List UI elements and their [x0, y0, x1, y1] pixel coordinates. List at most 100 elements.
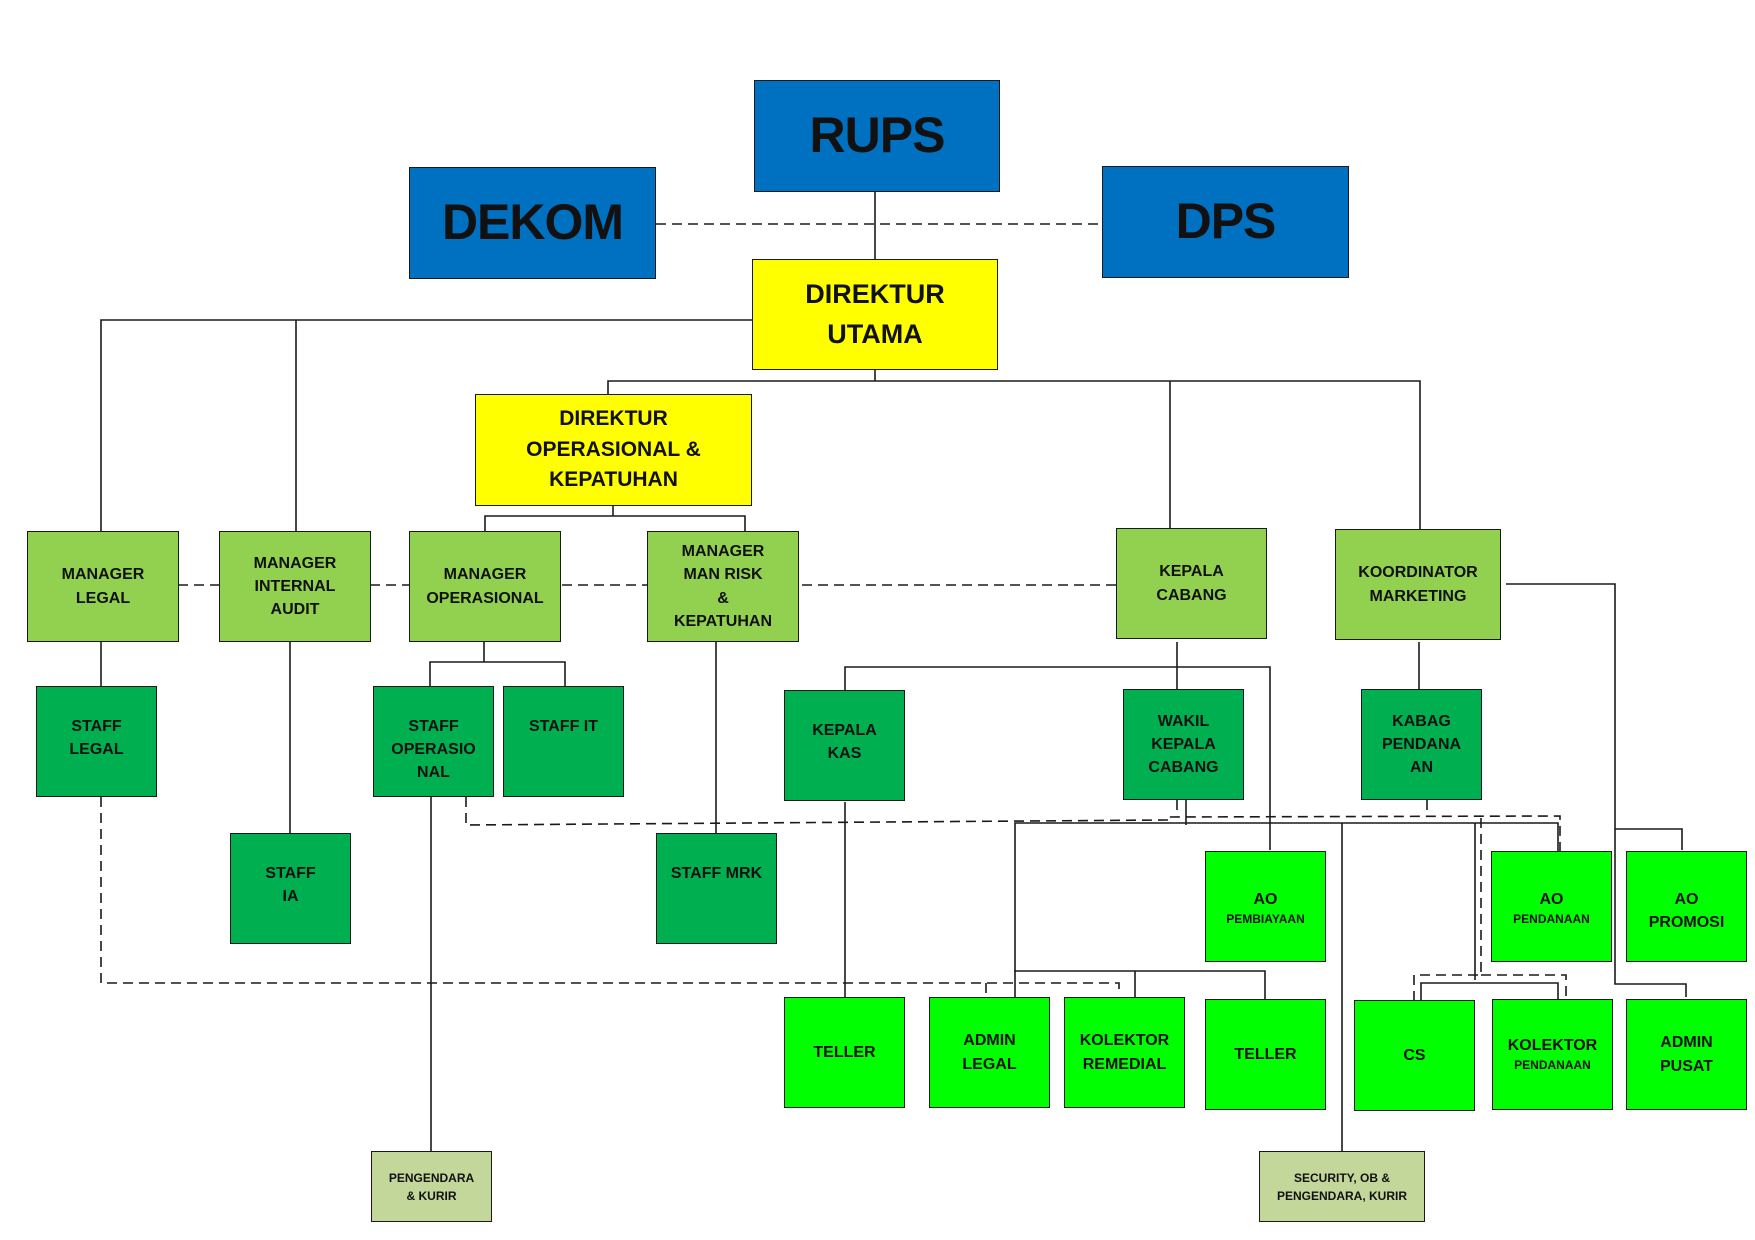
node-label-line: KAS	[827, 745, 862, 763]
connector-dops-managers	[484, 515, 746, 531]
node-label-line: STAFF	[265, 865, 316, 882]
node-label-line: LEGAL	[69, 741, 124, 759]
node-pengendara-kurir[interactable]: PENGENDARA & KURIR	[371, 1151, 492, 1222]
node-direktur-utama[interactable]: DIREKTUR UTAMA	[752, 259, 998, 370]
node-manager-operasional[interactable]: MANAGER OPERASIONAL	[409, 531, 561, 642]
node-label-line: LEGAL	[75, 589, 131, 607]
node-label-line: PENDANAAN	[1514, 1058, 1591, 1073]
node-label-line: TELLER	[1234, 1045, 1297, 1063]
connector-du-bus-h	[607, 380, 1421, 531]
node-label-line: OPERASIO	[391, 741, 476, 759]
node-teller-cabang[interactable]: TELLER	[1205, 999, 1326, 1110]
connector-wakil-bus	[1014, 822, 1559, 997]
node-teller-kas[interactable]: TELLER	[784, 997, 905, 1108]
node-label-line: STAFF MRK	[670, 865, 763, 882]
node-label-line: AN	[1409, 759, 1434, 777]
node-label-line: KEPATUHAN	[673, 612, 773, 630]
node-kolektor-pendanaan[interactable]: KOLEKTOR PENDANAAN	[1492, 999, 1613, 1110]
node-label-line: KEPALA	[812, 722, 877, 739]
node-label-line: UTAMA	[827, 318, 923, 349]
node-label-line: CABANG	[1156, 586, 1227, 604]
node-label-line: NAL	[417, 764, 450, 782]
node-label-line: OPERASIONAL &	[526, 437, 701, 461]
node-dps-label: DPS	[1175, 193, 1277, 250]
node-label-line: KOLEKTOR	[1079, 1032, 1170, 1050]
node-security-ob[interactable]: SECURITY, OB & PENGENDARA, KURIR	[1259, 1151, 1425, 1222]
node-label-line: STAFF	[408, 718, 459, 735]
node-staff-ia[interactable]: STAFF IA	[230, 833, 351, 944]
node-label-line: AUDIT	[270, 601, 320, 619]
node-staff-legal[interactable]: STAFF LEGAL	[36, 686, 157, 797]
connector-kc-bus	[844, 666, 1271, 850]
node-label-line: AO	[1539, 891, 1564, 908]
node-manager-man-risk[interactable]: MANAGER MAN RISK & KEPATUHAN	[647, 531, 799, 642]
node-label-line: PROMOSI	[1648, 914, 1725, 932]
node-label-line: DIREKTUR	[805, 279, 945, 310]
connector-slegal-admin-legal	[100, 797, 1120, 995]
connector-cs-kolpend-dash	[1413, 818, 1482, 1000]
node-cs[interactable]: CS	[1354, 1000, 1475, 1111]
node-label-line: STAFF	[71, 718, 122, 735]
node-label-line: CABANG	[1148, 759, 1219, 777]
node-staff-mrk[interactable]: STAFF MRK	[656, 833, 777, 944]
node-manager-legal[interactable]: MANAGER LEGAL	[27, 531, 179, 642]
node-label-line: WAKIL	[1157, 713, 1210, 730]
connector-km-right	[1506, 583, 1687, 997]
node-kepala-kas[interactable]: KEPALA KAS	[784, 690, 905, 801]
node-label-line: PEMBIAYAAN	[1226, 912, 1305, 927]
node-label-line: AO	[1674, 891, 1699, 908]
node-label-line: PUSAT	[1659, 1057, 1714, 1075]
node-kolektor-remedial[interactable]: KOLEKTOR REMEDIAL	[1064, 997, 1185, 1108]
node-label-line: MANAGER	[443, 566, 527, 584]
node-ao-pembiayaan[interactable]: AO PEMBIAYAAN	[1205, 851, 1326, 962]
node-label-line: OPERASIONAL	[426, 589, 544, 607]
node-label-line: CS	[1403, 1046, 1426, 1064]
node-ao-pendanaan[interactable]: AO PENDANAAN	[1491, 851, 1612, 962]
node-label-line: MAN RISK	[683, 566, 763, 584]
connector-sops-dashed	[465, 797, 1561, 852]
node-ao-promosi[interactable]: AO PROMOSI	[1626, 851, 1747, 962]
node-dekom-label: DEKOM	[441, 194, 624, 251]
connector-km-ao-promosi	[1615, 828, 1683, 850]
node-label-line: & KURIR	[406, 1188, 457, 1203]
node-label-line: PENGENDARA	[388, 1170, 475, 1185]
node-label-line: TELLER	[813, 1043, 876, 1061]
node-staff-operasional[interactable]: STAFF OPERASIO NAL	[373, 686, 494, 797]
node-label-line: LEGAL	[962, 1055, 1017, 1073]
node-label-line: MARKETING	[1369, 587, 1467, 605]
node-rups-label: RUPS	[809, 107, 946, 164]
node-kabag-pendanaan[interactable]: KABAG PENDANA AN	[1361, 689, 1482, 800]
node-wakil-kepala-cabang[interactable]: WAKIL KEPALA CABANG	[1123, 689, 1244, 800]
connector-cs-kolpend-dash-r	[1481, 974, 1567, 1000]
node-koordinator-marketing[interactable]: KOORDINATOR MARKETING	[1335, 529, 1501, 640]
node-label-line: PENGENDARA, KURIR	[1276, 1188, 1407, 1203]
node-label-line: KEPALA	[1151, 736, 1216, 754]
node-dps[interactable]: DPS	[1102, 166, 1349, 278]
node-label-line: ADMIN	[1660, 1034, 1713, 1052]
node-label-line: KEPALA	[1159, 563, 1224, 581]
node-admin-pusat[interactable]: ADMIN PUSAT	[1626, 999, 1747, 1110]
node-manager-internal-audit[interactable]: MANAGER INTERNAL AUDIT	[219, 531, 371, 642]
node-label-line: KOORDINATOR	[1358, 564, 1478, 582]
node-label-line: MANAGER	[61, 566, 145, 584]
node-label-line: PENDANA	[1381, 736, 1462, 754]
node-dekom[interactable]: DEKOM	[409, 167, 656, 279]
node-label-line: REMEDIAL	[1082, 1055, 1167, 1073]
node-staff-it[interactable]: STAFF IT	[503, 686, 624, 797]
node-admin-legal[interactable]: ADMIN LEGAL	[929, 997, 1050, 1108]
node-direktur-operasional[interactable]: DIREKTUR OPERASIONAL & KEPATUHAN	[475, 394, 752, 506]
node-label-line: IA	[282, 888, 299, 906]
node-label-line: MANAGER	[253, 554, 337, 572]
node-label-line: AO	[1253, 891, 1278, 908]
node-label-line: SECURITY, OB &	[1293, 1170, 1390, 1185]
connector-cs-kolpend	[1420, 982, 1559, 1000]
connector-mops-staff	[429, 661, 566, 686]
node-rups[interactable]: RUPS	[754, 80, 1000, 192]
node-label-line: KABAG	[1392, 713, 1451, 730]
node-label-line: KEPATUHAN	[549, 468, 678, 492]
node-kepala-cabang[interactable]: KEPALA CABANG	[1116, 528, 1267, 639]
node-label-line: KOLEKTOR	[1507, 1037, 1598, 1055]
connector-du-left	[100, 319, 753, 531]
node-label-line: PENDANAAN	[1513, 912, 1590, 927]
node-label-line: DIREKTUR	[559, 407, 668, 431]
